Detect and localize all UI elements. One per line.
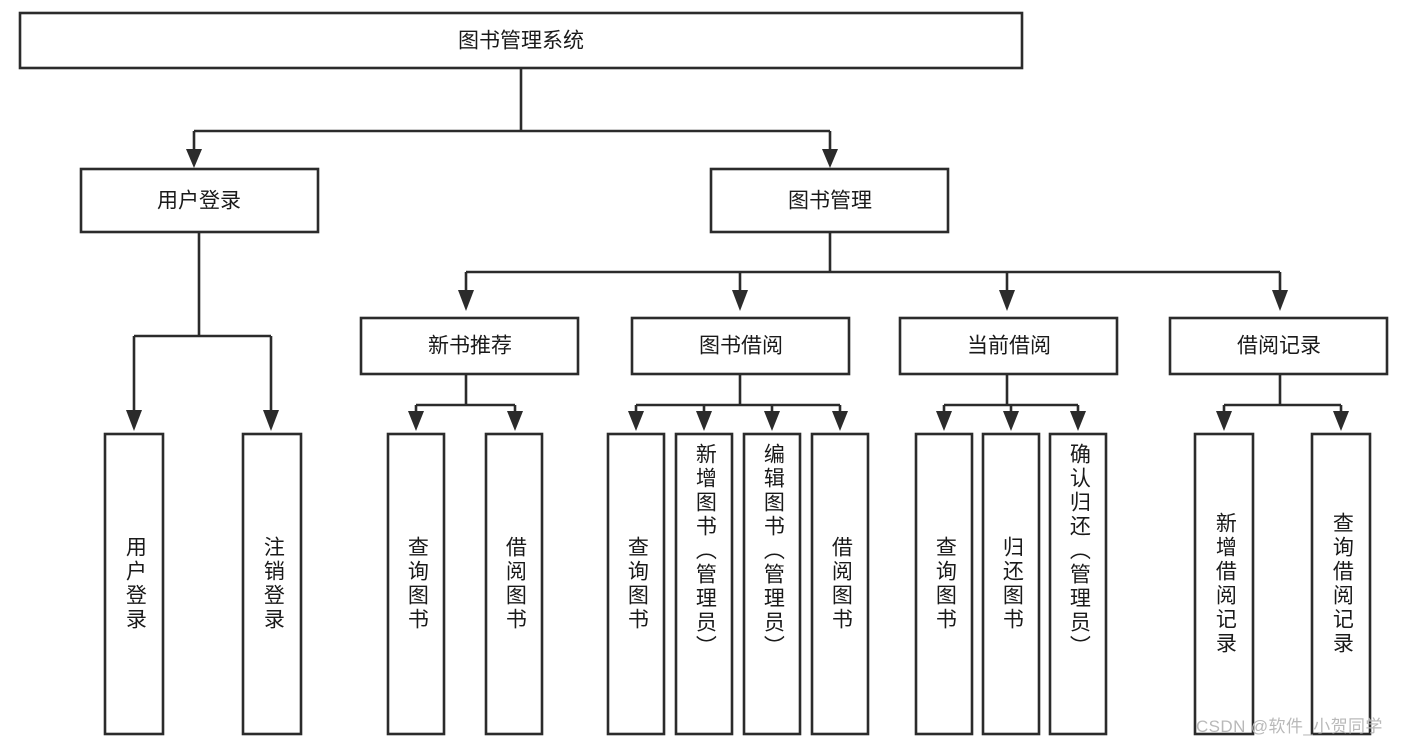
leaf-user-login-box[interactable] <box>103 432 165 736</box>
arrow-to-current-borrow <box>999 290 1015 311</box>
user-login-label: 用户登录 <box>157 190 241 213</box>
node-root[interactable]: 图书管理系统 <box>18 11 1024 70</box>
arrow-to-book-borrow <box>732 290 748 311</box>
node-new-book-recommend[interactable]: 新书推荐 <box>359 316 580 376</box>
arrow-to-leaf-edit-book <box>764 411 780 431</box>
edges-book-borrow-to-leaves <box>628 374 848 431</box>
leaf-confirm-return-box[interactable] <box>1048 432 1108 736</box>
arrow-to-user-login <box>186 149 202 168</box>
arrow-to-leaf-add-record <box>1216 411 1232 431</box>
book-borrow-box[interactable] <box>630 316 851 376</box>
leaf-borrow-book-2-box[interactable] <box>810 432 870 736</box>
borrow-record-box[interactable] <box>1168 316 1389 376</box>
leaf-query-book-1-box[interactable] <box>386 432 446 736</box>
arrow-to-leaf-user-login <box>126 410 142 431</box>
current-borrow-label: 当前借阅 <box>967 335 1051 358</box>
leaf-borrow-book-1-box[interactable] <box>484 432 544 736</box>
arrow-to-leaf-borrow-book-2 <box>832 411 848 431</box>
arrow-to-leaf-confirm-return <box>1070 411 1086 431</box>
borrow-record-label: 借阅记录 <box>1237 335 1321 358</box>
leaf-return-book-box[interactable] <box>981 432 1041 736</box>
new-book-recommend-label: 新书推荐 <box>428 335 512 358</box>
node-book-borrow[interactable]: 图书借阅 <box>630 316 851 376</box>
arrow-to-leaf-query-book-2 <box>628 411 644 431</box>
book-manage-box[interactable] <box>709 167 950 234</box>
arrow-to-leaf-add-book <box>696 411 712 431</box>
arrow-to-leaf-query-book-1 <box>408 411 424 431</box>
edges-current-borrow-to-leaves <box>936 374 1086 431</box>
arrow-to-leaf-query-record <box>1333 411 1349 431</box>
book-borrow-label: 图书借阅 <box>699 335 783 358</box>
edges-root-to-level2 <box>186 68 838 168</box>
leaf-add-book-box[interactable] <box>674 432 734 736</box>
leaf-query-record-box[interactable] <box>1310 432 1372 736</box>
book-manage-label: 图书管理 <box>788 190 872 213</box>
leaf-add-record-box[interactable] <box>1193 432 1255 736</box>
node-borrow-record[interactable]: 借阅记录 <box>1168 316 1389 376</box>
node-book-manage[interactable]: 图书管理 <box>709 167 950 234</box>
arrow-to-leaf-logout-login <box>263 410 279 431</box>
arrow-to-book-manage <box>822 149 838 168</box>
edges-borrow-record-to-leaves <box>1216 374 1349 431</box>
leaf-query-book-3-box[interactable] <box>914 432 974 736</box>
arrow-to-leaf-borrow-book-1 <box>507 411 523 431</box>
edges-book-manage-to-level3 <box>458 232 1288 311</box>
arrow-to-leaf-query-book-3 <box>936 411 952 431</box>
root-label: 图书管理系统 <box>458 30 584 53</box>
leaf-query-book-2-box[interactable] <box>606 432 666 736</box>
root-box[interactable] <box>18 11 1024 70</box>
new-book-recommend-box[interactable] <box>359 316 580 376</box>
leaf-edit-book-box[interactable] <box>742 432 802 736</box>
edges-user-login-to-leaves <box>126 232 279 431</box>
user-login-box[interactable] <box>79 167 320 234</box>
arrow-to-leaf-return-book <box>1003 411 1019 431</box>
leaf-logout-login-box[interactable] <box>241 432 303 736</box>
node-user-login[interactable]: 用户登录 <box>79 167 320 234</box>
current-borrow-box[interactable] <box>898 316 1119 376</box>
edges-new-book-recommend-to-leaves <box>408 374 523 431</box>
arrow-to-borrow-record <box>1272 290 1288 311</box>
node-current-borrow[interactable]: 当前借阅 <box>898 316 1119 376</box>
arrow-to-new-book-recommend <box>458 290 474 311</box>
